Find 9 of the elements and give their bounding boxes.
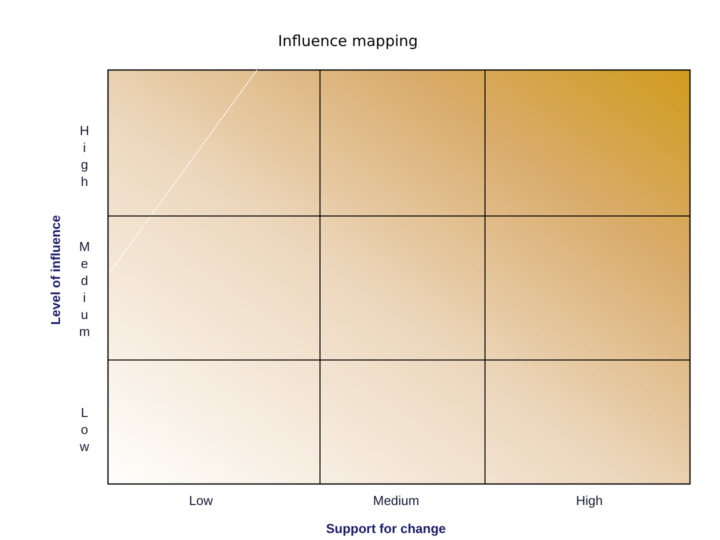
row-label: Medium (78, 239, 91, 341)
row-label: Low (78, 405, 91, 456)
chart-title: Influence mapping (278, 34, 418, 49)
axis-title: Support for change (326, 522, 446, 535)
column-label: High (576, 494, 603, 507)
column-label: Medium (373, 494, 420, 507)
row-label: High (78, 123, 91, 191)
column-label: Low (189, 494, 213, 507)
axis-title: Level of influence (49, 215, 62, 325)
